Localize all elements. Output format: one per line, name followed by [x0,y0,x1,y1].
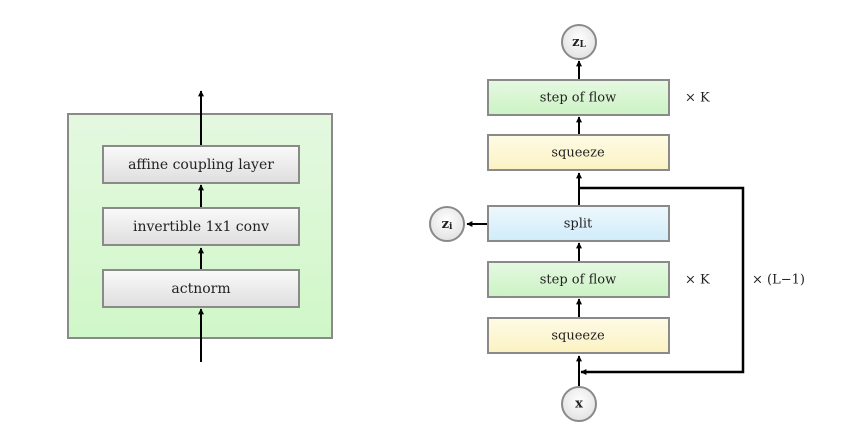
squeeze-top-label: squeeze [551,146,605,161]
split-box [487,205,670,242]
squeeze-top-box [487,134,670,171]
invertible-conv-layer [102,207,300,246]
zl-node [561,24,597,60]
multi-scale-architecture: x squeeze step of flow × K split zi × (L… [429,24,805,422]
squeeze-bottom-box [487,317,670,354]
repeat-k-bottom-label: × K [685,273,710,288]
zl-node-label: zL [572,35,586,51]
x-node-label: x [575,397,583,412]
invertible-conv-label: invertible 1x1 conv [133,219,269,235]
actnorm-label: actnorm [171,281,230,297]
actnorm-layer [102,269,300,308]
zi-node [429,206,465,242]
step-of-flow-top-label: step of flow [540,91,616,106]
repeat-k-top-label: × K [685,91,710,106]
affine-coupling-layer [102,145,300,184]
repeat-levels-label: × (L−1) [752,273,805,288]
step-of-flow-top-box [487,79,670,116]
x-node [561,386,597,422]
zi-node-label: zi [442,217,453,233]
step-of-flow-bottom-label: step of flow [540,273,616,288]
split-label: split [564,217,593,232]
affine-coupling-label: affine coupling layer [128,157,274,173]
squeeze-bottom-label: squeeze [551,329,605,344]
step-of-flow-detail: actnorm invertible 1x1 conv affine coupl… [67,90,333,362]
step-of-flow-bottom-box [487,261,670,298]
loop-back-connector [579,186,745,375]
